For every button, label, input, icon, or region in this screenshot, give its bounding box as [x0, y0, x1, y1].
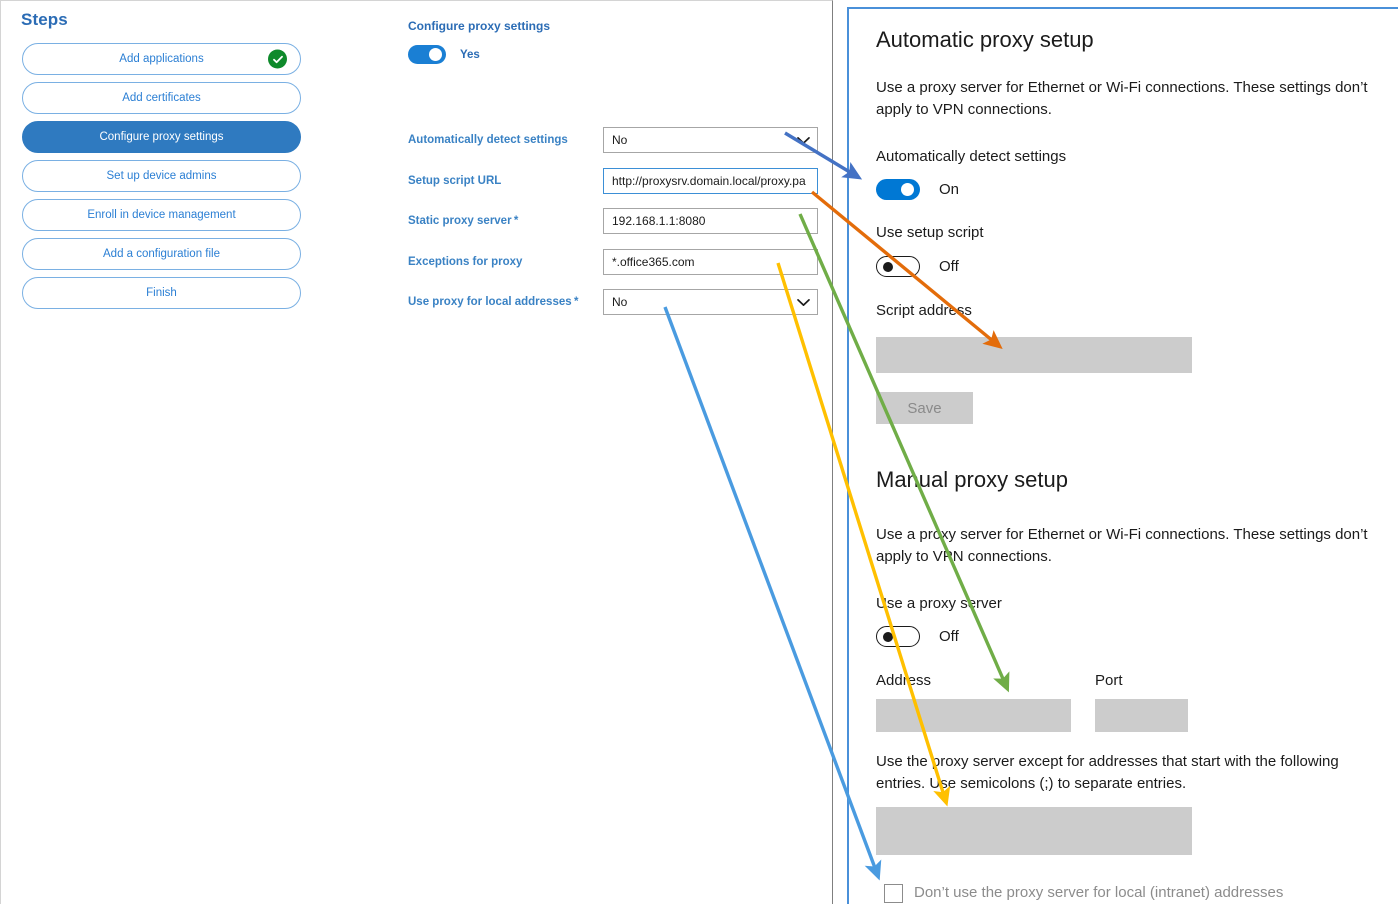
sidebar-item-finish[interactable]: Finish — [22, 277, 301, 309]
address-label: Address — [876, 672, 932, 689]
manual-proxy-setup-description: Use a proxy server for Ethernet or Wi-Fi… — [876, 526, 1368, 565]
input-value: *.office365.com — [612, 255, 695, 269]
automatically-detect-settings-state: On — [939, 181, 960, 198]
chevron-down-icon — [797, 299, 810, 306]
field-static-proxy-server: Static proxy server * 192.168.1.1:8080 — [408, 208, 818, 234]
port-label: Port — [1095, 672, 1123, 689]
field-label: Setup script URL — [408, 175, 502, 187]
select-value: No — [612, 133, 628, 147]
automatic-proxy-setup-description: Use a proxy server for Ethernet or Wi-Fi… — [876, 79, 1368, 118]
input-value: 192.168.1.1:8080 — [612, 214, 706, 228]
field-label: Use proxy for local addresses * — [408, 296, 579, 308]
save-button[interactable]: Save — [876, 392, 973, 424]
input-value: http://proxysrv.domain.local/proxy.pa — [612, 174, 806, 188]
step-label: Add a configuration file — [103, 248, 220, 260]
automatically-detect-settings-select[interactable]: No — [603, 127, 818, 153]
field-use-proxy-for-local-addresses: Use proxy for local addresses * No — [408, 289, 818, 315]
sidebar-item-configure-proxy-settings[interactable]: Configure proxy settings — [22, 121, 301, 153]
use-a-proxy-server-label: Use a proxy server — [876, 595, 1002, 612]
step-label: Set up device admins — [106, 170, 217, 182]
bypass-local-addresses-label: Don’t use the proxy server for local (in… — [914, 884, 1284, 901]
step-label: Finish — [146, 287, 177, 299]
exceptions-for-proxy-input[interactable]: *.office365.com — [603, 249, 818, 275]
exceptions-input[interactable] — [876, 807, 1192, 855]
sidebar-item-set-up-device-admins[interactable]: Set up device admins — [22, 160, 301, 192]
use-a-proxy-server-toggle[interactable] — [876, 626, 920, 647]
address-input[interactable] — [876, 699, 1071, 732]
field-label: Static proxy server * — [408, 215, 519, 227]
manual-proxy-setup-heading: Manual proxy setup — [876, 467, 1068, 492]
step-label: Enroll in device management — [87, 209, 236, 221]
chevron-down-icon — [797, 137, 810, 144]
toggle-knob — [429, 48, 442, 61]
static-proxy-server-input[interactable]: 192.168.1.1:8080 — [603, 208, 818, 234]
use-setup-script-state: Off — [939, 258, 959, 275]
port-input[interactable] — [1095, 699, 1188, 732]
script-address-label: Script address — [876, 302, 972, 319]
configure-proxy-toggle-row: Yes — [408, 45, 480, 64]
field-setup-script-url: Setup script URL http://proxysrv.domain.… — [408, 168, 818, 194]
setup-script-url-input[interactable]: http://proxysrv.domain.local/proxy.pa — [603, 168, 818, 194]
exceptions-description: Use the proxy server except for addresse… — [876, 753, 1339, 792]
toggle-knob — [901, 183, 914, 196]
select-value: No — [612, 295, 628, 309]
windows-proxy-settings-panel: Automatic proxy setup Use a proxy server… — [847, 7, 1398, 904]
configure-proxy-toggle[interactable] — [408, 45, 446, 64]
field-automatically-detect-settings: Automatically detect settings No — [408, 127, 818, 153]
sidebar-item-add-applications[interactable]: Add applications — [22, 43, 301, 75]
use-proxy-for-local-addresses-select[interactable]: No — [603, 289, 818, 315]
proxy-form-panel: Configure proxy settings Yes Automatical… — [408, 19, 818, 315]
step-label: Add applications — [119, 53, 204, 65]
automatically-detect-settings-label: Automatically detect settings — [876, 148, 1067, 165]
use-setup-script-toggle[interactable] — [876, 256, 920, 277]
automatically-detect-settings-toggle[interactable] — [876, 179, 920, 200]
sidebar-item-enroll-in-device-management[interactable]: Enroll in device management — [22, 199, 301, 231]
sidebar-item-add-a-configuration-file[interactable]: Add a configuration file — [22, 238, 301, 270]
check-circle-icon — [268, 49, 287, 69]
toggle-knob — [883, 632, 893, 642]
field-exceptions-for-proxy: Exceptions for proxy *.office365.com — [408, 249, 818, 275]
toggle-knob — [883, 262, 893, 272]
automatic-proxy-setup-heading: Automatic proxy setup — [876, 27, 1094, 52]
field-label: Exceptions for proxy — [408, 256, 523, 268]
use-setup-script-label: Use setup script — [876, 224, 984, 241]
script-address-input[interactable] — [876, 337, 1192, 373]
sidebar-item-add-certificates[interactable]: Add certificates — [22, 82, 301, 114]
steps-title: Steps — [21, 10, 68, 29]
steps-list: Add applications Add certificates Config… — [22, 43, 301, 316]
form-title: Configure proxy settings — [408, 19, 551, 33]
step-label: Add certificates — [122, 92, 201, 104]
use-a-proxy-server-state: Off — [939, 628, 959, 645]
step-label: Configure proxy settings — [99, 131, 224, 143]
field-label: Automatically detect settings — [408, 134, 568, 146]
bypass-local-addresses-checkbox[interactable] — [884, 884, 903, 903]
configure-proxy-toggle-value: Yes — [460, 48, 480, 61]
